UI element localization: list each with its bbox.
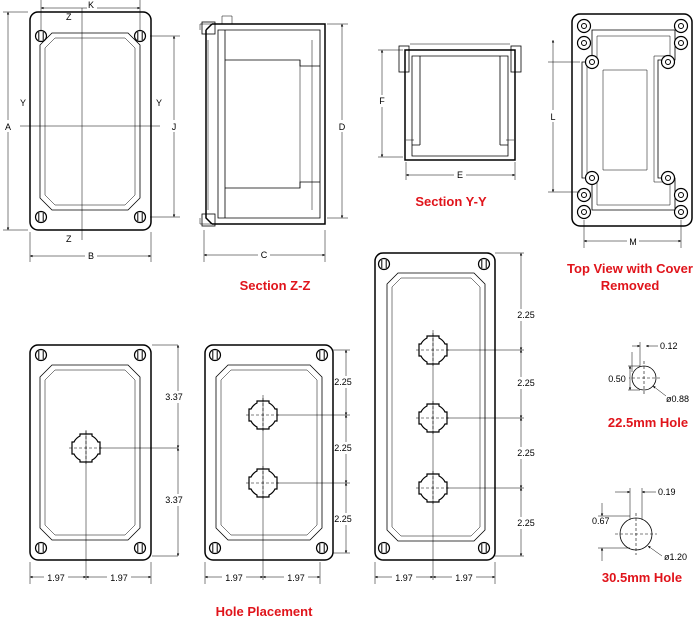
caption-section-yy: Section Y-Y (415, 194, 487, 209)
dim-label-e: E (457, 170, 463, 180)
h30-diameter-dim: ø1.20 (664, 552, 687, 562)
dim-label-k: K (88, 0, 94, 10)
h22-diameter-dim: ø0.88 (666, 394, 689, 404)
h30-flat-dim: 0.19 (658, 487, 676, 497)
caption-hole-30: 30.5mm Hole (602, 570, 682, 585)
dim-label-m: M (629, 237, 637, 247)
hole-placement-two-holes: 2.25 2.25 2.25 1.97 1.97 Hole Placement (204, 344, 356, 619)
dim-label-d: D (339, 122, 346, 132)
h30-height-dim: 0.67 (592, 516, 610, 526)
h22-height-dim: 0.50 (608, 374, 626, 384)
dim-hole2-top: 2.25 (334, 377, 352, 387)
dim-hole3-right: 1.97 (455, 573, 473, 583)
dim-hole2-bottom: 2.25 (334, 514, 352, 524)
dim-hole3-4: 2.25 (517, 518, 535, 528)
dim-label-f: F (379, 96, 385, 106)
hole-detail-22mm: 0.12 0.50 ø0.88 22.5mm Hole (607, 341, 689, 430)
dim-hole1-top: 3.37 (165, 392, 183, 402)
caption-top-view-line1: Top View with Cover (567, 261, 693, 276)
dim-hole2-mid: 2.25 (334, 443, 352, 453)
dim-hole3-left: 1.97 (395, 573, 413, 583)
hole-placement-one-hole: 3.37 3.37 1.97 1.97 (29, 344, 186, 584)
dim-hole2-left: 1.97 (225, 573, 243, 583)
hole-detail-30mm: 0.19 0.67 ø1.20 30.5mm Hole (592, 487, 687, 585)
dim-hole3-3: 2.25 (517, 448, 535, 458)
top-view-cover-removed: L M Top View with Cover Removed (547, 13, 693, 293)
caption-top-view-line2: Removed (601, 278, 660, 293)
dim-hole1-right: 1.97 (110, 573, 128, 583)
section-zz-view: C D Section Z-Z (199, 15, 348, 293)
caption-hole-22: 22.5mm Hole (608, 415, 688, 430)
dim-hole3-1: 2.25 (517, 310, 535, 320)
dim-hole2-right: 1.97 (287, 573, 305, 583)
dim-label-c: C (261, 250, 268, 260)
caption-hole-placement: Hole Placement (216, 604, 313, 617)
section-mark-z-bottom: Z (66, 234, 72, 244)
h22-flat-dim: 0.12 (660, 341, 678, 351)
dim-hole3-2: 2.25 (517, 378, 535, 388)
dim-label-l: L (550, 112, 555, 122)
dim-label-b: B (88, 251, 94, 261)
caption-section-zz: Section Z-Z (240, 278, 311, 293)
dim-hole1-left: 1.97 (47, 573, 65, 583)
hole-placement-three-holes: 2.25 2.25 2.25 2.25 1.97 1.97 (374, 252, 537, 584)
front-view: K Z Z Y Y A J B (2, 0, 180, 262)
dim-label-j: J (172, 122, 177, 132)
section-mark-y-left: Y (20, 98, 26, 108)
section-mark-y-right: Y (156, 98, 162, 108)
dim-hole1-bottom: 3.37 (165, 495, 183, 505)
section-mark-z-top: Z (66, 12, 72, 22)
dim-label-a: A (5, 122, 11, 132)
section-yy-view: F E Section Y-Y (376, 43, 522, 209)
